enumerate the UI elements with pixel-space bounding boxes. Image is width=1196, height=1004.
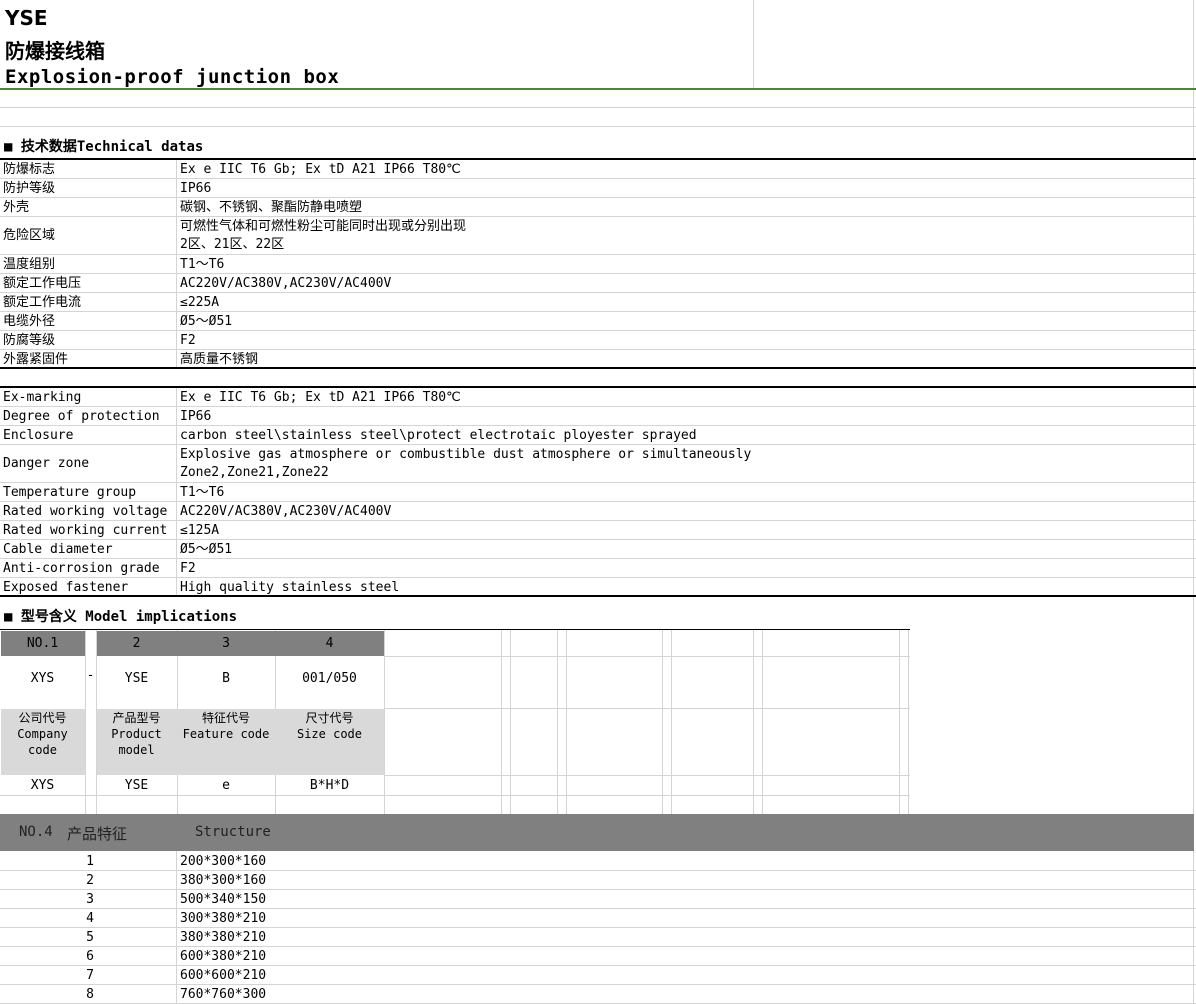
example-product: YSE [124, 778, 149, 793]
en-row-value: carbon steel\stainless steel\protect ele… [180, 428, 697, 443]
cn-row-value: ≤225A [180, 295, 220, 310]
structure-header-cn: 产品特征 [67, 825, 128, 843]
cn-row-value: 可燃性气体和可燃性粉尘可能同时出现或分别出现 [180, 219, 467, 234]
title-divider [0, 88, 1196, 90]
en-row-label: Degree of protection [3, 409, 160, 424]
cn-row-value: AC220V/AC380V,AC230V/AC400V [180, 276, 392, 291]
cn-row-label: 防腐等级 [3, 333, 56, 348]
structure-row-size: 380*380*210 [180, 930, 267, 945]
structure-row-number: 1 [86, 854, 94, 869]
structure-row-size: 300*380*210 [180, 911, 267, 926]
cn-row-label: 外壳 [3, 200, 30, 215]
example-feature: e [222, 778, 230, 793]
structure-row-size: 500*340*150 [180, 892, 267, 907]
cn-row-label: 防爆标志 [3, 162, 56, 177]
cn-row-value: 碳钢、不锈钢、聚酯防静电喷塑 [180, 200, 363, 215]
model-no-3: 3 [222, 636, 230, 651]
structure-header [0, 814, 1194, 851]
structure-row-number: 7 [86, 968, 94, 983]
tech-heading: ■ 技术数据Technical datas [4, 139, 204, 155]
code-feature: B [222, 671, 230, 686]
title-cn: 防爆接线箱 [5, 39, 105, 63]
structure-row-number: 4 [86, 911, 94, 926]
cn-row-label: 防护等级 [3, 181, 56, 196]
code-size: 001/050 [302, 671, 357, 686]
cn-row-label: 额定工作电流 [3, 295, 82, 310]
cn-row-label: 危险区域 [3, 228, 56, 243]
en-row-value: T1～T6 [180, 485, 225, 500]
title-en: Explosion-proof junction box [5, 66, 340, 88]
structure-row-number: 2 [86, 873, 94, 888]
structure-header-no: NO.4 [19, 824, 53, 840]
structure-row-size: 600*600*210 [180, 968, 267, 983]
cn-row-value: 高质量不锈钢 [180, 352, 259, 367]
structure-row-size: 600*380*210 [180, 949, 267, 964]
structure-row-number: 8 [86, 987, 94, 1002]
en-row-value: ≤125A [180, 523, 220, 538]
model-heading: ■ 型号含义 Model implications [4, 609, 238, 625]
en-row-value: Ex e IIC T6 Gb; Ex tD A21 IP66 T80℃ [180, 390, 461, 405]
code-product: YSE [124, 671, 149, 686]
structure-row-size: 380*300*160 [180, 873, 267, 888]
model-no-1: NO.1 [26, 636, 59, 651]
model-no-4: 4 [325, 636, 334, 651]
en-row-label: Cable diameter [3, 542, 113, 557]
en-row-label: Ex-marking [3, 390, 82, 405]
en-row-value: F2 [180, 561, 196, 576]
en-row-label: Enclosure [3, 428, 74, 443]
en-row-label: Rated working current [3, 523, 168, 538]
en-row-value: AC220V/AC380V,AC230V/AC400V [180, 504, 392, 519]
square-bullet-icon: ■ [4, 139, 13, 155]
en-row-label: Rated working voltage [3, 504, 168, 519]
cn-row-value: Ex e IIC T6 Gb; Ex tD A21 IP66 T80℃ [180, 162, 461, 177]
cn-row-label: 外露紧固件 [3, 352, 69, 367]
model-no-2: 2 [132, 636, 141, 651]
en-row-label: Temperature group [3, 485, 137, 500]
cn-row-label: 温度组别 [3, 257, 56, 272]
cn-row-label: 电缆外径 [3, 314, 56, 329]
cn-row-label: 额定工作电压 [3, 276, 82, 291]
structure-header-en: Structure [195, 824, 271, 840]
structure-row-size: 760*760*300 [180, 987, 267, 1002]
en-row-label: Anti-corrosion grade [3, 561, 160, 576]
structure-row-number: 3 [86, 892, 94, 907]
example-company: XYS [30, 778, 55, 793]
square-bullet-icon: ■ [4, 609, 13, 625]
example-size: B*H*D [309, 778, 350, 793]
en-row-label: Danger zone [3, 456, 90, 471]
code-dash: - [86, 668, 95, 683]
structure-row-number: 5 [86, 930, 94, 945]
en-row-value: IP66 [180, 409, 212, 424]
cn-row-value-line2: 2区、21区、22区 [180, 237, 285, 252]
cn-row-value: IP66 [180, 181, 212, 196]
en-row-value: Ø5～Ø51 [180, 542, 233, 557]
structure-row-number: 6 [86, 949, 94, 964]
en-row-label: Exposed fastener [3, 580, 129, 595]
model-title: YSE [5, 6, 48, 30]
structure-row-size: 200*300*160 [180, 854, 267, 869]
en-row-value-line2: Zone2,Zone21,Zone22 [180, 465, 329, 480]
code-company: XYS [30, 671, 55, 686]
en-row-value: Explosive gas atmosphere or combustible … [180, 447, 752, 462]
en-row-value: High quality stainless steel [180, 580, 400, 595]
cn-row-value: Ø5～Ø51 [180, 314, 233, 329]
cn-row-value: F2 [180, 333, 196, 348]
cn-row-value: T1～T6 [180, 257, 225, 272]
